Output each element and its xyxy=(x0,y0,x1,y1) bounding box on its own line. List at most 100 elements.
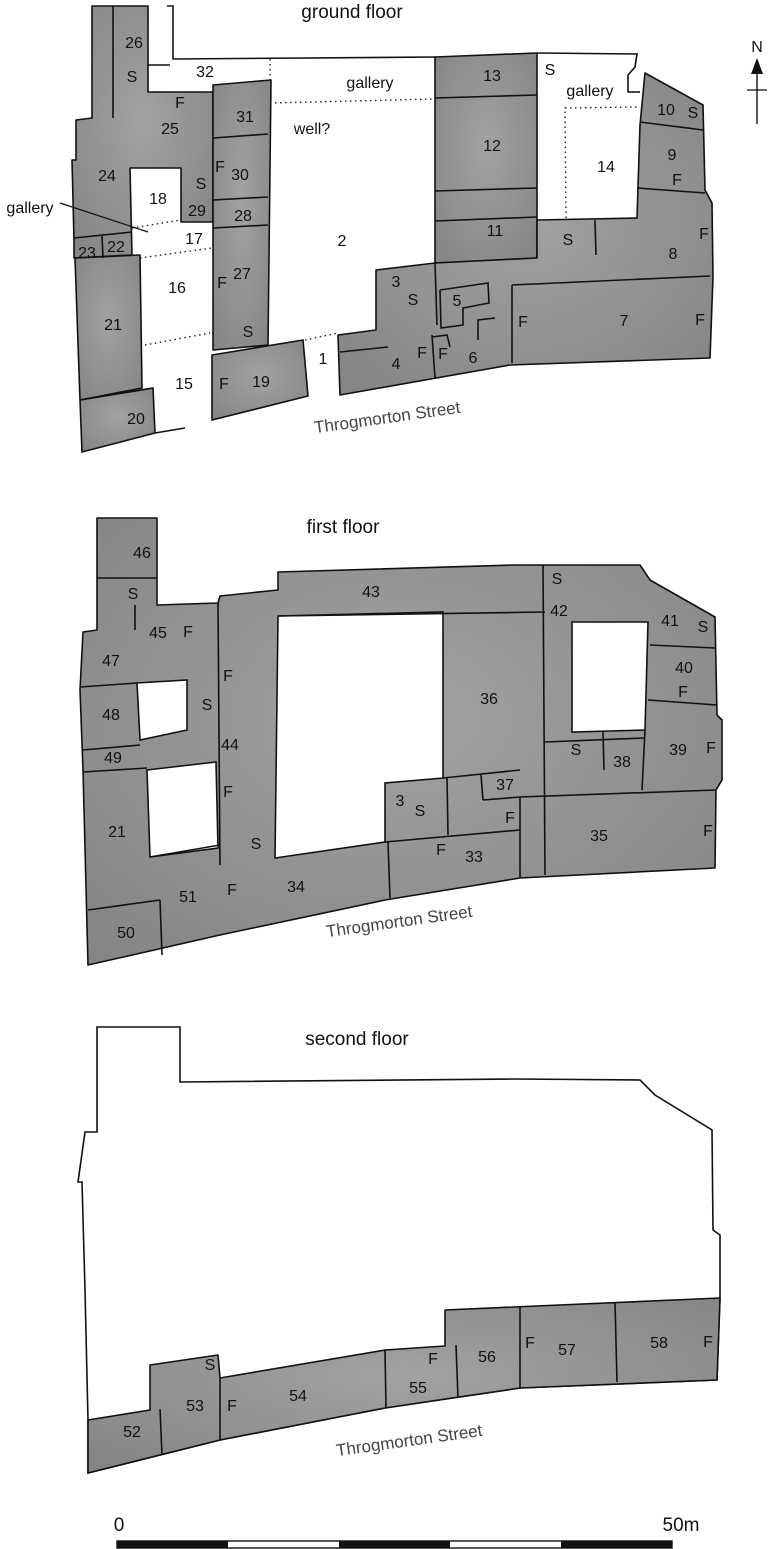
gallery-dotted-lines xyxy=(131,59,642,346)
room-label: 14 xyxy=(597,159,615,176)
room-label: 26 xyxy=(125,35,143,52)
room-label: S xyxy=(563,232,574,249)
svg-text:N: N xyxy=(751,39,763,56)
room-label: 54 xyxy=(289,1388,307,1405)
room-label: 1 xyxy=(319,351,328,368)
room-label: F xyxy=(436,842,446,859)
internal-walls xyxy=(79,564,718,956)
room-label: 17 xyxy=(185,231,203,248)
room-label: gallery xyxy=(566,83,613,100)
room-label: 51 xyxy=(179,889,197,906)
room-label: well? xyxy=(293,121,331,138)
room-label: F xyxy=(217,275,227,292)
room-label: 22 xyxy=(107,239,125,256)
room-label: F xyxy=(227,1398,237,1415)
room-label: S xyxy=(571,742,582,759)
room-label: 6 xyxy=(469,350,478,367)
room-label: 3 xyxy=(396,793,405,810)
room-label: F xyxy=(525,1335,535,1352)
room-label: 13 xyxy=(483,68,501,85)
room-label: F xyxy=(678,684,688,701)
room-label: S xyxy=(408,292,419,309)
room-label: 5 xyxy=(453,293,462,310)
room-label: S xyxy=(552,571,563,588)
room-label: 23 xyxy=(78,245,96,262)
room-label: 56 xyxy=(478,1349,496,1366)
room-label: 27 xyxy=(233,266,251,283)
room-label: S xyxy=(202,697,213,714)
room-label: 8 xyxy=(669,246,678,263)
room-label: F xyxy=(703,1334,713,1351)
room-label: 16 xyxy=(168,280,186,297)
room-label: 35 xyxy=(590,828,608,845)
room-label: F xyxy=(223,784,233,801)
room-label: 30 xyxy=(231,167,249,184)
room-label: 55 xyxy=(409,1380,427,1397)
rooms-3-10 xyxy=(337,72,714,396)
room-label: 58 xyxy=(650,1335,668,1352)
room-label: S xyxy=(698,619,709,636)
scale-end: 50m xyxy=(663,1515,700,1536)
room-label: 49 xyxy=(104,750,122,767)
street-label: Throgmorton Street xyxy=(313,398,462,437)
room-label: 32 xyxy=(196,64,214,81)
room-label: F xyxy=(505,810,515,827)
room-label: F xyxy=(695,312,705,329)
room-label: S xyxy=(251,836,262,853)
room-label: 38 xyxy=(613,754,631,771)
room-label: S xyxy=(205,1357,216,1374)
room-label: 50 xyxy=(117,925,135,942)
room-label: 11 xyxy=(487,223,504,240)
room-label: S xyxy=(196,176,207,193)
room-labels: S F 56 F 57 58 F 53 F 54 55 52 xyxy=(123,1334,713,1441)
second-floor-title: second floor xyxy=(305,1029,409,1050)
ground-floor-plan: ground floor xyxy=(6,2,714,453)
room-label: F xyxy=(428,1351,438,1368)
ground-floor-title: ground floor xyxy=(301,2,403,23)
first-floor-plan: first floor Throgmorton Street 46 S 45 F… xyxy=(79,517,723,966)
room-label: S xyxy=(243,324,254,341)
room-label: 20 xyxy=(127,411,145,428)
room-label: F xyxy=(706,740,716,757)
room-label: 48 xyxy=(102,707,120,724)
room-label: 40 xyxy=(675,660,693,677)
room-label: F xyxy=(703,823,713,840)
room-label: 36 xyxy=(480,691,498,708)
room-label: F xyxy=(223,668,233,685)
first-floor-title: first floor xyxy=(307,517,381,538)
room-label: 10 xyxy=(657,102,675,119)
light-well xyxy=(136,679,188,741)
room-label: 19 xyxy=(252,374,270,391)
room-label: S xyxy=(127,69,138,86)
room-label: 44 xyxy=(221,737,239,754)
room-label: 25 xyxy=(161,121,179,138)
scale-bar: 0 50m xyxy=(114,1515,700,1549)
room-label: S xyxy=(128,586,139,603)
room-label: 31 xyxy=(236,109,254,126)
room-label: 7 xyxy=(620,313,629,330)
room-label: S xyxy=(415,803,426,820)
room-label: 53 xyxy=(186,1398,204,1415)
north-arrow-icon: N xyxy=(747,39,767,124)
courtyard xyxy=(571,621,649,733)
street-label: Throgmorton Street xyxy=(335,1421,484,1460)
second-floor-plan: second floor Throgmorton Street S F 56 F… xyxy=(77,1026,721,1475)
room-label: F xyxy=(183,624,193,641)
room-label: 41 xyxy=(661,613,679,630)
room-label: 29 xyxy=(188,203,206,220)
room-label: S xyxy=(545,62,556,79)
room-label: 9 xyxy=(668,147,677,164)
room-label: F xyxy=(175,95,185,112)
outline xyxy=(536,52,640,93)
room-label: 24 xyxy=(98,168,116,185)
room-label: 42 xyxy=(550,603,568,620)
room-label: F xyxy=(417,345,427,362)
room-label: F xyxy=(699,226,709,243)
room-19 xyxy=(211,339,309,421)
rooms-24-26 xyxy=(71,5,214,259)
room-label: 15 xyxy=(175,376,193,393)
light-well xyxy=(146,761,219,858)
second-floor-rooms xyxy=(87,1297,721,1474)
room-label: 4 xyxy=(392,356,401,373)
